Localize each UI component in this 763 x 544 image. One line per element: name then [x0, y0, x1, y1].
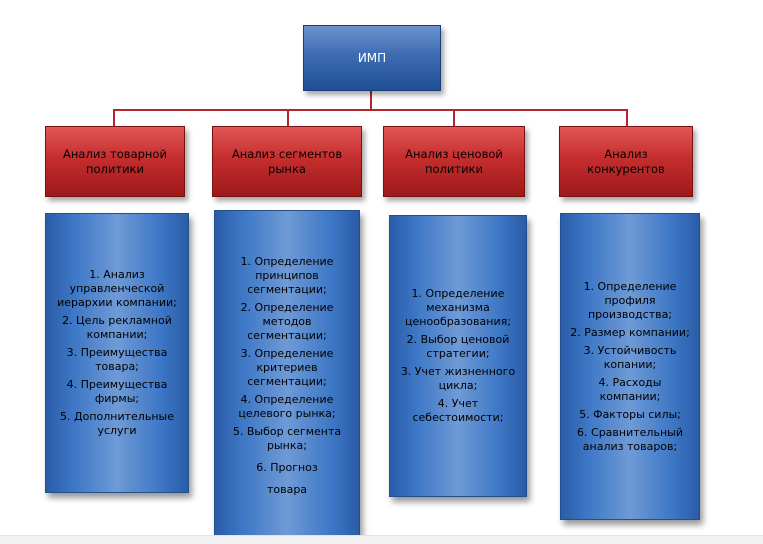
list-item: 3. Определение критериев сегментации; [240, 346, 334, 388]
list-item: 2. Цель рекламной компании; [62, 314, 172, 341]
list-item: 2. Определение методов сегментации; [240, 300, 334, 342]
list-item: 5. Факторы силы; [579, 407, 681, 421]
list-competitors: 1. Определение профиля производства; 2. … [560, 213, 700, 520]
bottom-strip [0, 535, 763, 544]
root-label: ИМП [357, 51, 387, 65]
list-item: 4. Определение целевого рынка; [238, 392, 336, 420]
list-item: 6. Сравнительный анализ товаров; [577, 425, 683, 453]
branch-connector-4 [626, 109, 628, 127]
category-competitors: Анализ конкурентов [559, 126, 693, 197]
list-item: 1. Определение механизма ценообразования… [405, 287, 511, 328]
list-item: 4. Учет себестоимости; [412, 397, 504, 424]
list-product-policy: 1. Анализ управленческой иерархии компан… [45, 213, 189, 493]
list-price-policy: 1. Определение механизма ценообразования… [389, 215, 527, 497]
list-item: 1. Определение принципов сегментации; [240, 254, 334, 296]
list-item: 3. Устойчивость копании; [583, 343, 677, 371]
category-market-segments: Анализ сегментов рынка [212, 126, 362, 197]
list-market-segments: 1. Определение принципов сегментации; 2.… [214, 210, 360, 537]
category-product-policy: Анализ товарной политики [45, 126, 185, 197]
list-item: 4. Расходы компании; [598, 375, 662, 403]
list-item: 2. Выбор ценовой стратегии; [406, 333, 510, 360]
branch-connector-2 [287, 109, 289, 127]
list-item: 3. Учет жизненного цикла; [400, 365, 516, 392]
category-label: Анализ конкурентов [587, 146, 665, 176]
list-item: 3. Преимущества товара; [66, 346, 168, 373]
list-item: 1. Анализ управленческой иерархии компан… [57, 268, 177, 309]
category-label: Анализ ценовой политики [405, 146, 503, 176]
branch-connector-1 [113, 109, 115, 127]
root-node: ИМП [303, 25, 441, 91]
category-label: Анализ сегментов рынка [231, 146, 343, 176]
list-item: 2. Размер компании; [570, 325, 690, 339]
list-item: 6. Прогноз товара [256, 460, 318, 496]
list-item: 4. Преимущества фирмы; [66, 378, 168, 405]
category-price-policy: Анализ ценовой политики [383, 126, 525, 197]
list-item: 5. Дополнительные услуги [60, 410, 174, 437]
category-label: Анализ товарной политики [63, 146, 167, 176]
list-item: 5. Выбор сегмента рынка; [232, 424, 342, 452]
root-stem-connector [370, 91, 372, 110]
list-item: 1. Определение профиля производства; [583, 279, 677, 321]
branch-connector-3 [453, 109, 455, 127]
horizontal-connector [113, 109, 628, 111]
